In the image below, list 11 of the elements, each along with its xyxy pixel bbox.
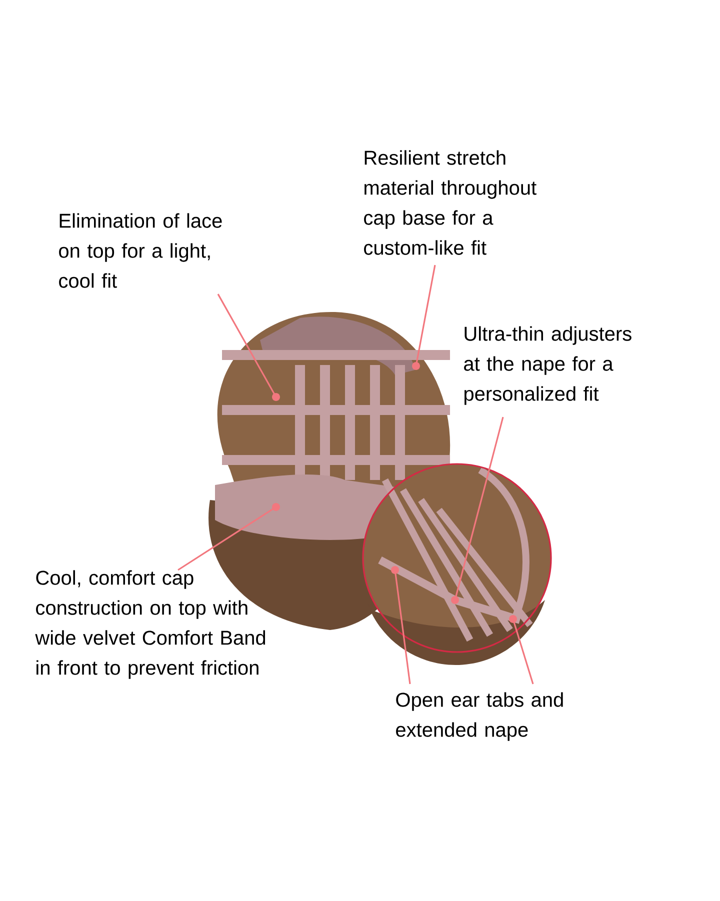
callout-text: Cool, comfort cap construction on top with wide velvet Comfort Band in front to prevent friction	[35, 570, 266, 679]
leader-line	[391, 566, 411, 684]
callout-text: Elimination of lace on top for a light, cool fit	[59, 213, 222, 288]
leader-line	[412, 264, 436, 370]
leader-line	[178, 503, 280, 571]
callout-text: Resilient stretch material throughout cap base for a custom-like fit	[364, 150, 536, 255]
callout-text: Ultra-thin adjusters at the nape for a personalized fit	[464, 326, 632, 405]
leader-line	[451, 416, 504, 604]
leader-line	[509, 615, 534, 684]
leader-line	[217, 294, 280, 401]
callout-text: Open ear tabs and extended nape	[396, 692, 563, 741]
